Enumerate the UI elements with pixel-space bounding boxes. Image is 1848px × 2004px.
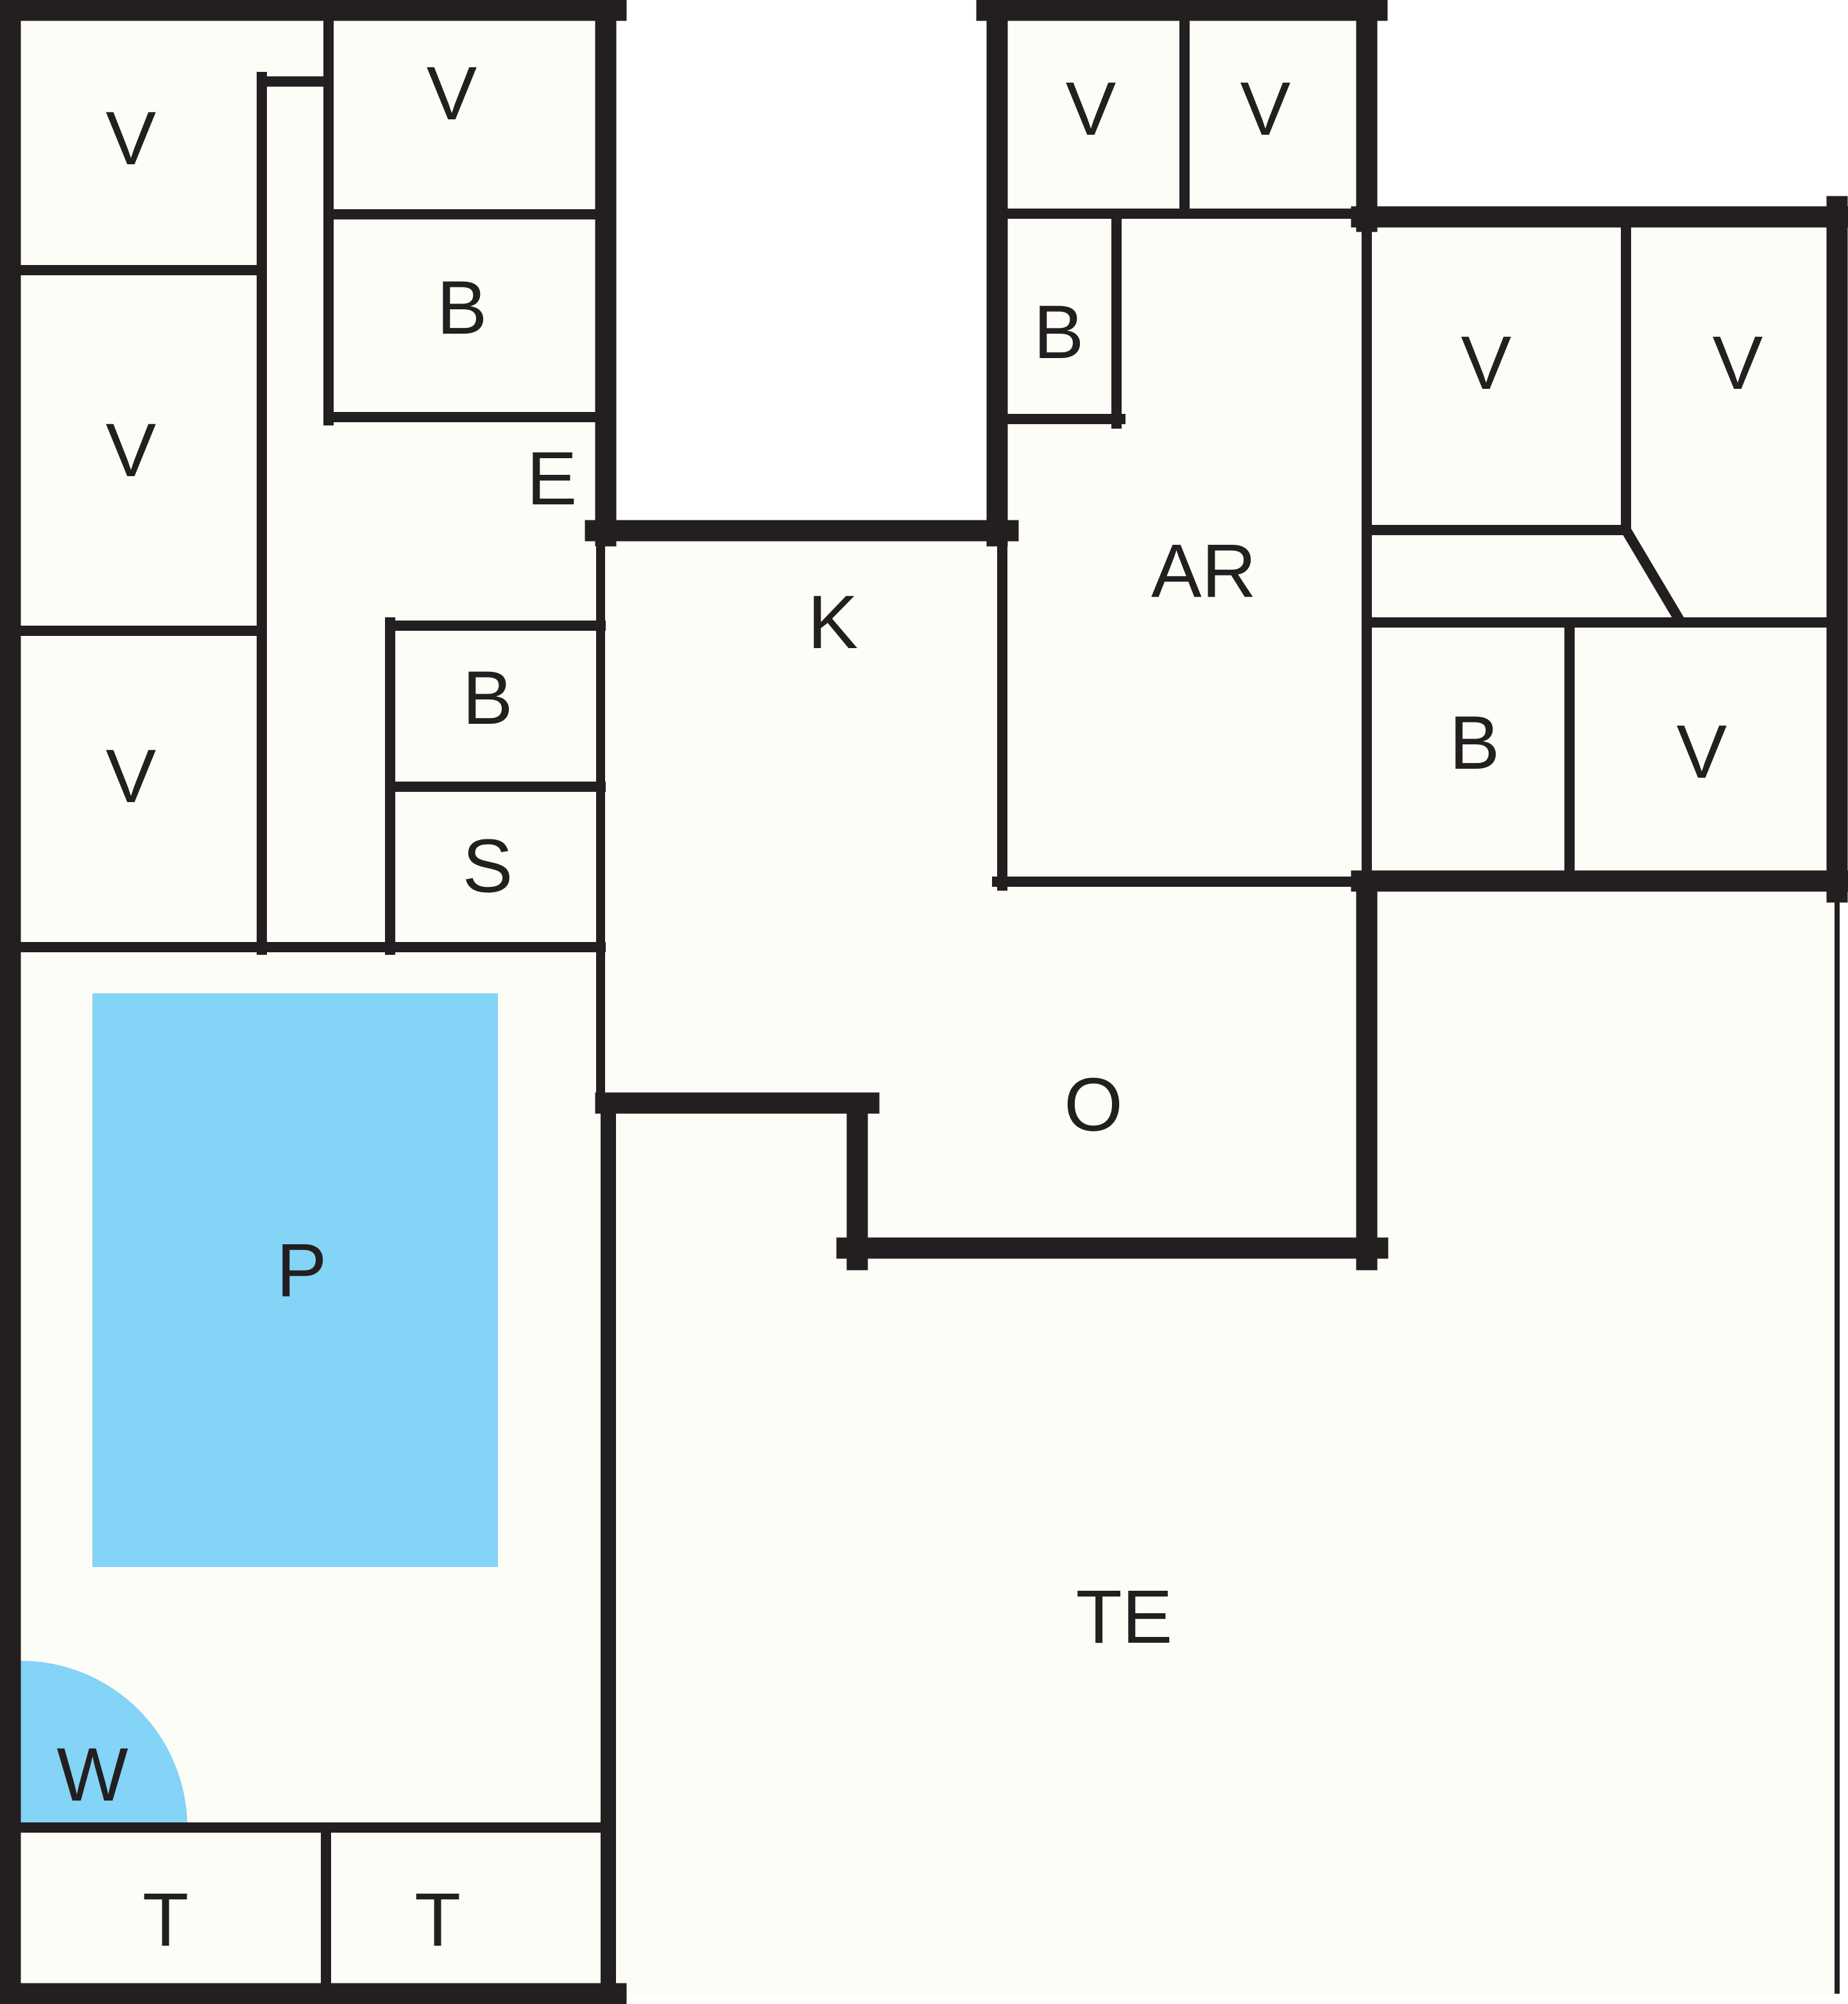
label-b-mid-left: B xyxy=(463,656,513,741)
label-v-low-left: V xyxy=(106,734,157,819)
label-b-right-small: B xyxy=(1034,290,1084,375)
label-ar-right: AR xyxy=(1151,529,1256,613)
far-right-wing-floor xyxy=(1367,212,1842,892)
label-b-right-low: B xyxy=(1450,701,1500,785)
label-b-top-left: B xyxy=(437,266,488,350)
floor-fills xyxy=(10,10,1842,1996)
pool xyxy=(92,993,498,1567)
label-v-right-b: V xyxy=(1713,321,1763,406)
label-p-pool: P xyxy=(277,1228,327,1313)
label-v-top-mid: V xyxy=(427,51,477,136)
label-v-top-left: V xyxy=(106,96,157,181)
label-v-mid-left: V xyxy=(106,408,157,493)
label-o-center: O xyxy=(1064,1063,1123,1147)
label-v-top-right-a: V xyxy=(1066,67,1116,151)
label-e-left: E xyxy=(527,436,578,521)
label-v-right-low: V xyxy=(1677,710,1727,794)
label-t-left: T xyxy=(142,1878,189,1962)
label-v-top-right-b: V xyxy=(1240,67,1291,151)
label-s-left: S xyxy=(463,824,513,909)
terrace-floor xyxy=(606,886,1836,1996)
water-feature xyxy=(21,1661,187,1828)
label-te-terrace: TE xyxy=(1076,1575,1173,1659)
room-labels: V V B E V V B S P W T T K O TE V V B AR … xyxy=(56,51,1763,1962)
label-v-right-a: V xyxy=(1461,321,1512,406)
label-w-left: W xyxy=(56,1733,128,1817)
label-t-right: T xyxy=(415,1878,461,1962)
label-k-center: K xyxy=(808,580,859,665)
